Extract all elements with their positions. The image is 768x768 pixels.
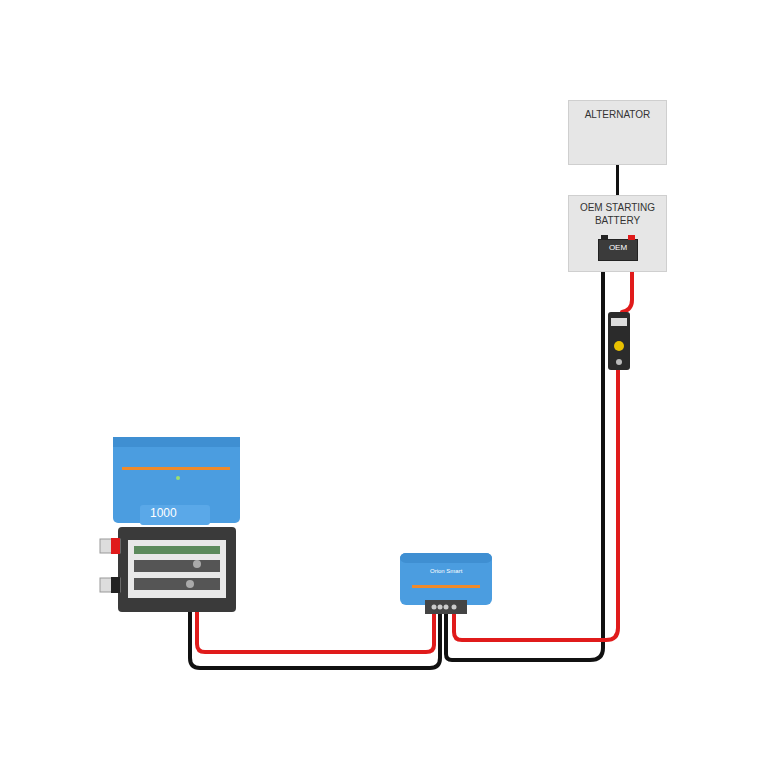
lynx-distributor — [100, 527, 236, 612]
battery-terminal — [628, 235, 635, 240]
display-value: 1000 — [150, 506, 177, 520]
fuse-holder — [608, 312, 630, 370]
battery-box: OEM — [598, 239, 638, 261]
node-label: OEM — [601, 243, 635, 253]
battery-terminal — [601, 235, 608, 240]
cable-connector — [616, 165, 619, 195]
node-label: OEM STARTING BATTERY — [573, 202, 662, 227]
panel-box: ALTERNATOR — [568, 100, 667, 165]
panel-box: OEM STARTING BATTERY OEM — [568, 195, 667, 272]
cables — [190, 262, 632, 668]
inverter — [113, 437, 240, 525]
node-label: ALTERNATOR — [573, 109, 662, 122]
device-name: Orion Smart — [430, 568, 462, 574]
orion-charger — [400, 553, 492, 614]
